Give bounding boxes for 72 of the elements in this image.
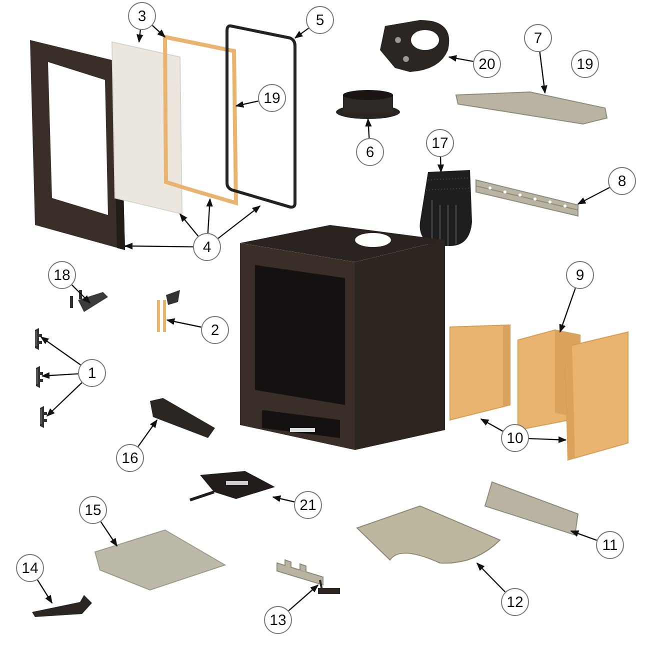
callout-number: 11 [596, 531, 624, 559]
leader-line [570, 530, 598, 541]
glass-panel-drawing [111, 41, 182, 215]
callout-number: 2 [201, 316, 229, 344]
hinge-clip-drawing [36, 366, 43, 388]
callout-number: 7 [524, 24, 552, 52]
firebrick-drawing [564, 331, 628, 461]
grate-drawing [356, 506, 500, 564]
firebrick-drawing [450, 324, 510, 421]
callout-number: 13 [264, 606, 292, 634]
leader-line [294, 28, 309, 38]
leader-line [272, 495, 294, 502]
leader-line [288, 584, 319, 612]
callout-number: 9 [566, 261, 594, 289]
callout-number: 15 [79, 496, 107, 524]
leader-line [206, 198, 213, 234]
door-gasket-drawing [226, 24, 296, 209]
ashpan-lid-drawing [190, 471, 275, 502]
deflector-plate-drawing [150, 398, 215, 438]
leader-line [218, 205, 261, 239]
glove-drawing [420, 170, 472, 246]
callout-number: 19 [571, 50, 599, 78]
callout-number: 4 [193, 233, 221, 261]
callout-number: 21 [294, 491, 322, 519]
callout-number: 5 [306, 6, 334, 34]
baffle-tray-drawing [455, 92, 608, 124]
glass-clip-drawing [157, 290, 180, 332]
leader-line [365, 118, 372, 138]
leader-line [476, 562, 506, 592]
leader-line [448, 55, 474, 62]
leader-line [559, 288, 576, 333]
base-plate-drawing [94, 529, 226, 591]
callout-number: 6 [356, 138, 384, 166]
callout-number: 17 [426, 129, 454, 157]
flue-plate-drawing [380, 20, 450, 72]
leader-line [539, 52, 548, 94]
leader-line [100, 521, 118, 547]
leader-line [71, 284, 91, 304]
door-handle-drawing [70, 290, 108, 312]
leader-line [40, 336, 81, 366]
leader-line [152, 25, 166, 38]
callout-number: 10 [501, 424, 529, 452]
poker-tool-drawing [32, 595, 92, 617]
leader-line [138, 419, 158, 447]
rope-seal-drawing [162, 34, 238, 206]
grate-bar-drawing [276, 559, 340, 594]
callout-number: 20 [473, 50, 501, 78]
leader-line [179, 213, 199, 237]
leader-line [437, 156, 444, 173]
callout-number: 18 [48, 261, 76, 289]
leader-line [235, 100, 258, 108]
callout-number: 12 [501, 588, 529, 616]
leader-line [577, 186, 610, 205]
leader-line [528, 436, 567, 444]
channel-bar-drawing [484, 481, 579, 536]
callout-number: 3 [128, 2, 156, 30]
leader-line [36, 580, 52, 604]
leader-line [136, 30, 144, 43]
leader-line [46, 382, 82, 417]
callout-number: 1 [78, 359, 106, 387]
bracket-bar-drawing [476, 179, 578, 217]
stove-body-drawing [240, 225, 445, 450]
callout-number: 14 [16, 554, 44, 582]
hinge-clip-drawing [35, 328, 42, 350]
leader-line [124, 242, 193, 250]
callout-number: 16 [116, 444, 144, 472]
leader-line [41, 372, 78, 379]
leader-line [166, 318, 202, 328]
callout-number: 8 [608, 167, 636, 195]
flue-collar-drawing [336, 90, 400, 119]
hinge-clip-drawing [40, 406, 47, 428]
leader-line [480, 418, 504, 432]
